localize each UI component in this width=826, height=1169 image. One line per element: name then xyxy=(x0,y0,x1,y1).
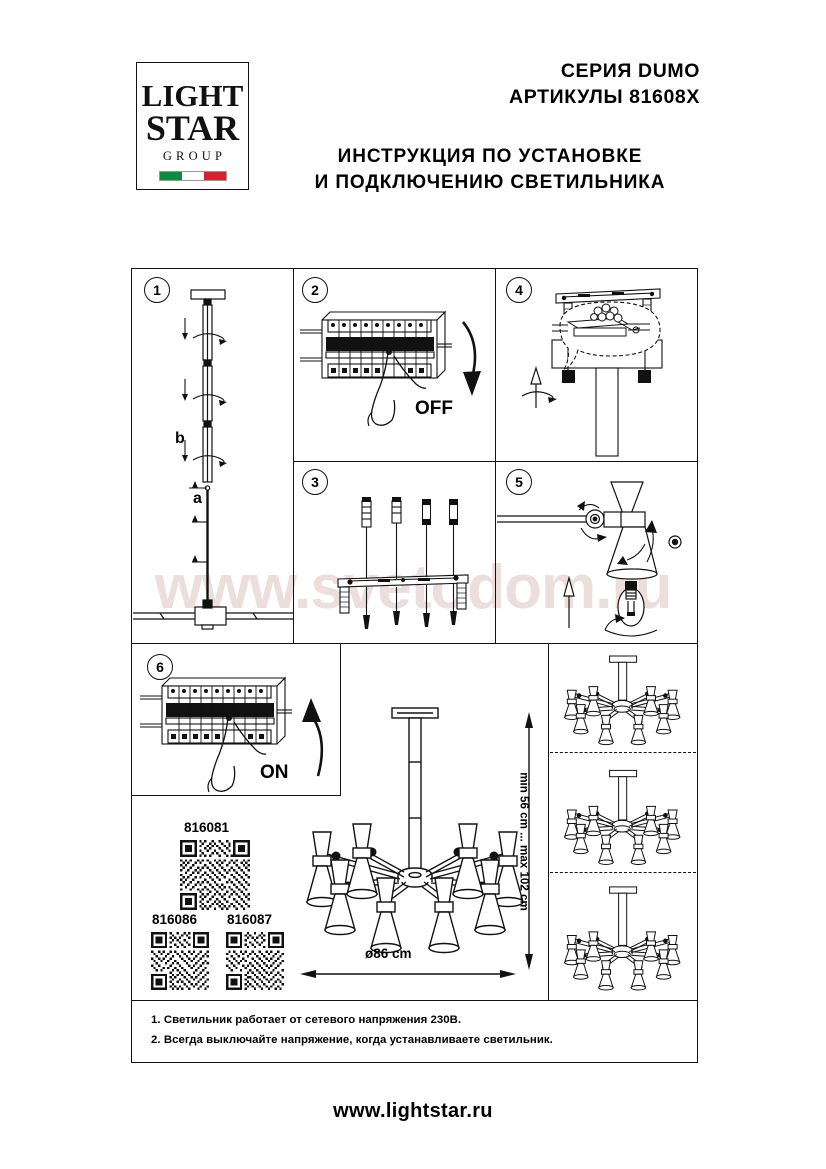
header-title-block: ИНСТРУКЦИЯ ПО УСТАНОВКЕ И ПОДКЛЮЧЕНИЮ СВ… xyxy=(280,144,700,196)
step-badge-5: 5 xyxy=(506,469,532,495)
step6-diagram xyxy=(140,676,324,793)
step-badge-6: 6 xyxy=(147,654,173,680)
height-range-label: min 56 cm ... max 102 cm xyxy=(517,772,531,911)
instruction-title-line2: И ПОДКЛЮЧЕНИЮ СВЕТИЛЬНИКА xyxy=(314,171,666,193)
logo-line-star: STAR xyxy=(145,107,240,148)
step6-label-on: ON xyxy=(260,762,289,783)
product-drawing-main xyxy=(306,707,524,954)
qr-article-main: 816081 xyxy=(184,820,230,835)
instruction-panel-frame xyxy=(131,268,698,1063)
divider-notes-top xyxy=(131,1000,698,1002)
header-series-block: СЕРИЯ DUMO АРТИКУЛЫ 81608X xyxy=(300,58,700,110)
qr-code-main xyxy=(180,840,250,910)
italian-flag-icon xyxy=(158,170,227,181)
height-dimension-line xyxy=(525,712,533,970)
divider-col1 xyxy=(293,269,295,643)
step-badge-4: 4 xyxy=(506,277,532,303)
qr-article-left: 816086 xyxy=(152,912,198,927)
step1-label-a: a xyxy=(193,490,202,507)
diameter-label: ø86 cm xyxy=(365,946,412,961)
divider-row-mid-left xyxy=(293,461,496,463)
divider-step6-bottom xyxy=(131,795,341,797)
footer-website: www.lightstar.ru xyxy=(333,1100,493,1122)
step4-diagram xyxy=(521,288,663,457)
watermark-text: www.svetodom.ru xyxy=(154,553,673,622)
step2-label-off: OFF xyxy=(415,398,453,419)
step3-diagram xyxy=(337,497,469,629)
step2-diagram xyxy=(300,310,481,427)
variant-divider-1 xyxy=(550,752,696,753)
step-badge-1: 1 xyxy=(144,277,170,303)
step5-diagram xyxy=(497,481,682,637)
brand-logo: LIGHT STAR GROUP xyxy=(136,62,249,190)
qr-code-right xyxy=(226,932,284,990)
divider-row-mid-right xyxy=(496,461,698,463)
divider-row-top xyxy=(131,643,698,645)
safety-notes: 1. Светильник работает от сетевого напря… xyxy=(151,1011,671,1050)
step1-diagram xyxy=(133,289,293,630)
step-badge-3: 3 xyxy=(302,469,328,495)
step-badge-2: 2 xyxy=(302,277,328,303)
divider-step6-right xyxy=(340,644,342,796)
instruction-title-line1: ИНСТРУКЦИЯ ПО УСТАНОВКЕ xyxy=(337,146,643,167)
product-variant-medium xyxy=(564,769,681,865)
qr-code-left xyxy=(151,932,209,990)
product-variant-long xyxy=(564,886,681,991)
product-variant-short xyxy=(564,655,681,746)
divider-variants-left xyxy=(548,644,550,1000)
logo-line-group: GROUP xyxy=(162,148,227,163)
note-1: 1. Светильник работает от сетевого напря… xyxy=(151,1014,462,1026)
variant-divider-2 xyxy=(550,872,696,873)
diameter-dimension-line xyxy=(300,970,516,978)
divider-col2 xyxy=(495,269,497,643)
series-name: СЕРИЯ DUMO xyxy=(560,60,700,82)
qr-article-right: 816087 xyxy=(227,912,273,927)
step1-label-b: b xyxy=(175,430,185,447)
article-codes: АРТИКУЛЫ 81608X xyxy=(509,86,700,109)
logo-line-light: LIGHT xyxy=(141,78,244,113)
note-2: 2. Всегда выключайте напряжение, когда у… xyxy=(151,1033,553,1046)
